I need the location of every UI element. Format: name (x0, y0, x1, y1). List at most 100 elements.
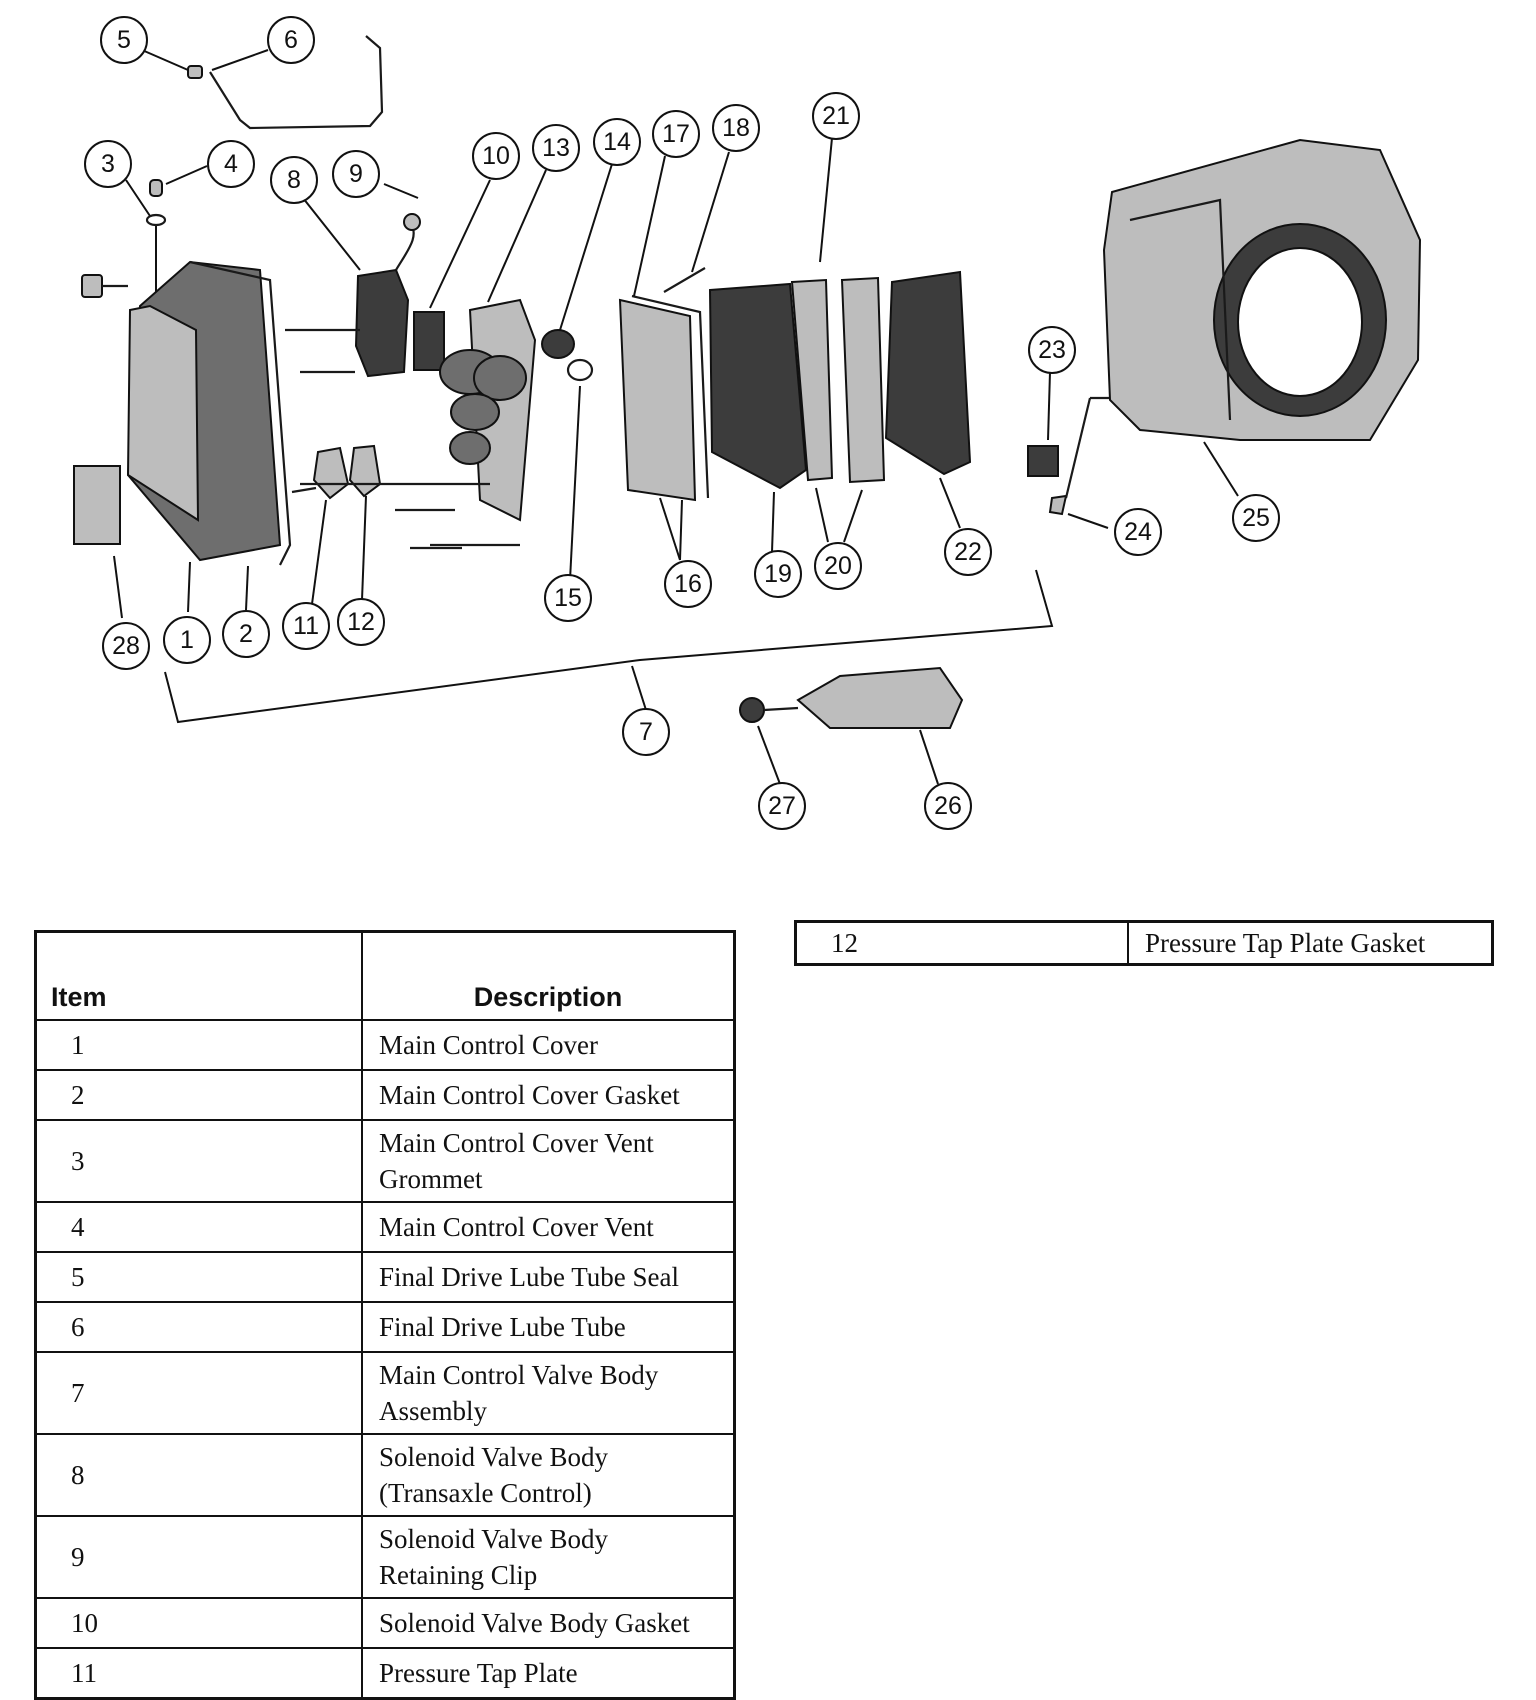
svg-text:25: 25 (1242, 504, 1270, 532)
svg-text:23: 23 (1038, 336, 1066, 364)
item-number: 12 (794, 920, 1129, 966)
svg-text:7: 7 (639, 718, 653, 746)
table-row: 11 Pressure Tap Plate (34, 1647, 736, 1700)
item-number: 9 (34, 1515, 363, 1599)
item-description: Main Control Cover Gasket (361, 1069, 736, 1121)
svg-text:24: 24 (1124, 518, 1152, 546)
svg-text:28: 28 (112, 632, 140, 660)
callout-17: 17 (652, 110, 700, 158)
svg-text:1: 1 (180, 626, 194, 654)
solenoid-body-part (354, 213, 421, 378)
svg-text:3: 3 (101, 150, 115, 178)
item-description: Main Control Cover Vent (361, 1201, 736, 1253)
callout-10: 10 (472, 132, 520, 180)
exploded-view-diagram: 1 2 3 4 5 6 7 8 9 10 11 12 13 14 15 16 1… (73, 16, 1422, 830)
pressure-tap-plate-part (312, 446, 350, 500)
callout-24: 24 (1114, 508, 1162, 556)
svg-text:12: 12 (347, 608, 375, 636)
callout-13: 13 (532, 124, 580, 172)
svg-text:15: 15 (554, 584, 582, 612)
table-row: 3 Main Control Cover Vent Grommet (34, 1119, 736, 1203)
svg-text:5: 5 (117, 26, 131, 54)
table-row: 7 Main Control Valve Body Assembly (34, 1351, 736, 1435)
lube-tube-part (209, 35, 384, 130)
svg-text:11: 11 (293, 612, 319, 640)
filter-seal-part (739, 697, 765, 723)
item-column-header: Item (34, 930, 363, 1021)
bracket-part (1048, 494, 1068, 516)
svg-text:6: 6 (284, 26, 298, 54)
svg-text:13: 13 (542, 134, 570, 162)
svg-text:22: 22 (954, 538, 982, 566)
item-description: Solenoid Valve Body Retaining Clip (361, 1515, 736, 1599)
svg-text:18: 18 (722, 114, 750, 142)
item-description: Main Control Valve Body Assembly (361, 1351, 736, 1435)
item-description: Main Control Cover Vent Grommet (361, 1119, 736, 1203)
svg-text:8: 8 (287, 166, 301, 194)
item-number: 1 (34, 1019, 363, 1071)
callout-7: 7 (622, 708, 670, 756)
item-number: 8 (34, 1433, 363, 1517)
cover-bolt-part (81, 274, 128, 298)
callout-18: 18 (712, 104, 760, 152)
oil-filter-part (796, 666, 964, 729)
item-description: Main Control Cover (361, 1019, 736, 1071)
item-number: 7 (34, 1351, 363, 1435)
callout-2: 2 (222, 610, 270, 658)
svg-text:2: 2 (239, 620, 253, 648)
callout-15: 15 (544, 574, 592, 622)
table-row: 2 Main Control Cover Gasket (34, 1069, 736, 1121)
item-number: 11 (34, 1647, 363, 1700)
callout-9: 9 (332, 150, 380, 198)
svg-text:17: 17 (662, 120, 690, 148)
solenoid-gasket-part (413, 311, 445, 371)
o-ring-part (566, 358, 594, 382)
separator-plate-part (618, 298, 697, 502)
callout-19: 19 (754, 550, 802, 598)
svg-text:9: 9 (349, 160, 363, 188)
callout-1: 1 (163, 616, 211, 664)
table-row: 1 Main Control Cover (34, 1019, 736, 1071)
main-control-cover-part (126, 260, 292, 566)
callout-3: 3 (84, 140, 132, 188)
transaxle-case-part (1102, 138, 1422, 441)
callout-8: 8 (270, 156, 318, 204)
lube-tube-seal-part (187, 65, 203, 79)
grommet-part (145, 213, 167, 227)
svg-text:26: 26 (934, 792, 962, 820)
item-number: 6 (34, 1301, 363, 1353)
item-number: 10 (34, 1597, 363, 1649)
item-description: Final Drive Lube Tube Seal (361, 1251, 736, 1303)
svg-text:19: 19 (764, 560, 792, 588)
valve-body-part (708, 282, 808, 490)
valve-body-gasket-part (790, 278, 834, 482)
svg-text:21: 21 (822, 102, 850, 130)
item-number: 5 (34, 1251, 363, 1303)
table-row: 5 Final Drive Lube Tube Seal (34, 1251, 736, 1303)
item-number: 2 (34, 1069, 363, 1121)
filter-part (541, 329, 575, 359)
svg-text:16: 16 (674, 570, 702, 598)
callout-25: 25 (1232, 494, 1280, 542)
callout-16: 16 (664, 560, 712, 608)
callout-11: 11 (282, 602, 330, 650)
callout-28: 28 (102, 622, 150, 670)
svg-text:20: 20 (824, 552, 852, 580)
item-number: 4 (34, 1201, 363, 1253)
svg-text:14: 14 (603, 128, 631, 156)
vent-part (149, 179, 163, 197)
item-number: 3 (34, 1119, 363, 1203)
leader-lines (113, 49, 1239, 785)
callout-27: 27 (758, 782, 806, 830)
callout-23: 23 (1028, 326, 1076, 374)
description-column-header: Description (361, 930, 736, 1021)
callout-20: 20 (814, 542, 862, 590)
svg-text:10: 10 (482, 142, 510, 170)
callout-26: 26 (924, 782, 972, 830)
valve-body-assembly-bracket (164, 569, 1054, 724)
callout-6: 6 (267, 16, 315, 64)
svg-text:27: 27 (768, 792, 796, 820)
item-description: Pressure Tap Plate (361, 1647, 736, 1700)
parts-table: Item Description 1 Main Control Cover 2 … (34, 930, 736, 1700)
table-row: 9 Solenoid Valve Body Retaining Clip (34, 1515, 736, 1599)
